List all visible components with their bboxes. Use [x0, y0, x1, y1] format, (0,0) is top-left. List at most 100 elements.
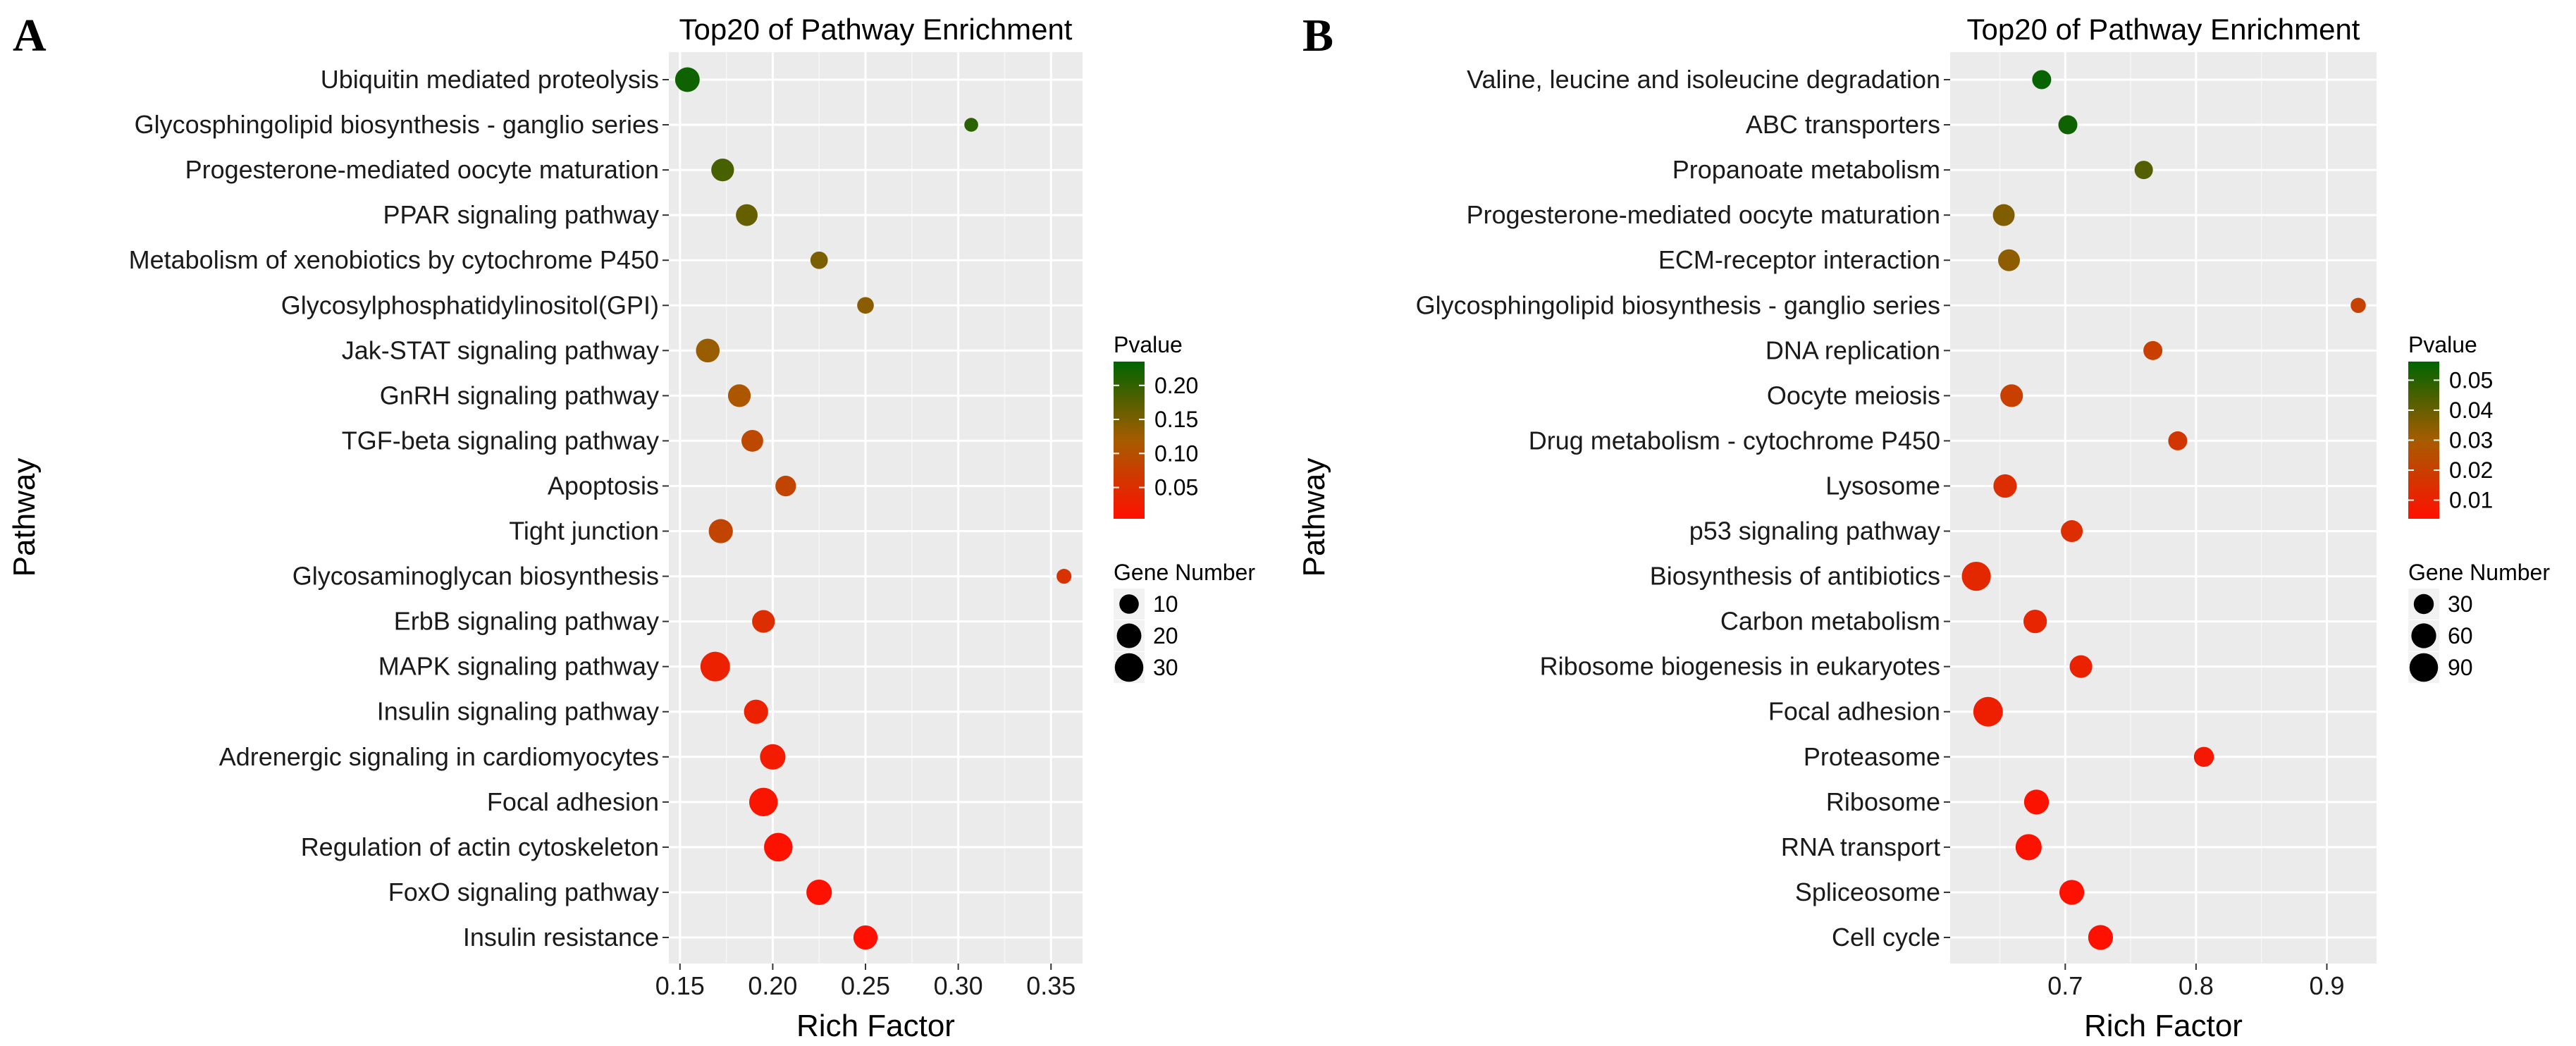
pathway-label: GnRH signaling pathway	[380, 381, 659, 410]
pathway-label: ECM-receptor interaction	[1658, 245, 1940, 274]
pathway-label: RNA transport	[1781, 832, 1940, 861]
size-legend-dot	[2411, 623, 2436, 648]
x-tick-label: 0.20	[748, 971, 797, 1000]
size-legend-label: 90	[2448, 655, 2473, 680]
x-tick-label: 0.8	[2178, 971, 2214, 1000]
pathway-label: FoxO signaling pathway	[388, 878, 659, 906]
data-point	[2088, 925, 2114, 950]
pathway-label: Metabolism of xenobiotics by cytochrome …	[129, 245, 659, 274]
data-point	[964, 118, 978, 132]
pathway-label: Apoptosis	[548, 471, 659, 500]
pathway-label: Insulin resistance	[463, 923, 659, 952]
data-point	[1961, 561, 1991, 591]
pathway-label: Ubiquitin mediated proteolysis	[321, 65, 659, 94]
pathway-label: Oocyte meiosis	[1767, 381, 1940, 410]
data-point	[1998, 249, 2020, 271]
color-legend-label: 0.05	[1154, 475, 1198, 500]
pathway-label: Proteasome	[1804, 742, 1940, 771]
data-point	[1056, 569, 1072, 584]
pathway-label: Glycosylphosphatidylinositol(GPI)	[281, 290, 659, 319]
size-legend-label: 20	[1153, 623, 1178, 648]
pathway-label: p53 signaling pathway	[1689, 517, 1940, 546]
color-legend-label: 0.20	[1154, 373, 1198, 398]
data-point	[744, 699, 768, 724]
data-point	[700, 651, 730, 682]
panel-label: B	[1302, 10, 1333, 61]
pathway-label: Ribosome	[1826, 787, 1940, 816]
x-axis-title: Rich Factor	[2084, 1009, 2243, 1043]
data-point	[775, 475, 796, 497]
pathway-label: PPAR signaling pathway	[383, 200, 659, 229]
size-legend-dot	[1114, 653, 1144, 682]
panel-label: A	[13, 10, 47, 61]
pathway-label: Propanoate metabolism	[1672, 155, 1940, 184]
pathway-label: Cell cycle	[1832, 923, 1940, 952]
pathway-label: Adrenergic signaling in cardiomyocytes	[219, 742, 659, 771]
data-point	[1993, 474, 2017, 498]
data-point	[1992, 204, 2015, 226]
data-point	[696, 338, 720, 363]
data-point	[2134, 161, 2153, 180]
pathway-label: DNA replication	[1765, 336, 1940, 364]
data-point	[2000, 384, 2023, 407]
data-point	[853, 925, 878, 950]
color-legend-label: 0.10	[1154, 441, 1198, 466]
chart-title: Top20 of Pathway Enrichment	[679, 13, 1073, 46]
pathway-label: Regulation of actin cytoskeleton	[301, 832, 659, 861]
data-point	[741, 429, 763, 452]
pathway-label: Focal adhesion	[1768, 697, 1940, 726]
size-legend-title: Gene Number	[2408, 560, 2550, 585]
pathway-label: ABC transporters	[1746, 110, 1940, 139]
data-point	[708, 519, 733, 543]
color-bar	[1114, 362, 1145, 519]
chart-panel-b: B Top20 of Pathway Enrichment 0.7 0.8 0.9 Val…	[1297, 10, 2550, 1043]
data-point	[810, 251, 828, 269]
size-legend-dot	[1116, 623, 1142, 648]
x-tick-label: 0.15	[655, 971, 705, 1000]
chart-panel-a: A Top20 of Pathway Enrichment 0.15 0.20 0.25…	[7, 10, 1255, 1043]
chart-title: Top20 of Pathway Enrichment	[1967, 13, 2360, 46]
data-point	[2023, 789, 2050, 815]
data-point	[2059, 880, 2085, 905]
x-tick-label: 0.25	[841, 971, 890, 1000]
plot-background	[1950, 52, 2377, 964]
x-tick-label: 0.7	[2047, 971, 2083, 1000]
color-legend-title: Pvalue	[2408, 332, 2477, 357]
pathway-label: ErbB signaling pathway	[394, 607, 659, 636]
data-point	[2061, 520, 2083, 543]
size-legend-dot	[2413, 593, 2434, 615]
color-legend-label: 0.03	[2449, 428, 2493, 453]
pathway-label: TGF-beta signaling pathway	[342, 426, 659, 455]
pathway-label: Valine, leucine and isoleucine degradati…	[1467, 65, 1940, 94]
data-point	[2023, 610, 2047, 634]
x-tick-label: 0.30	[934, 971, 983, 1000]
size-legend-label: 10	[1153, 591, 1178, 617]
color-legend-label: 0.02	[2449, 457, 2493, 483]
pathway-label: Glycosphingolipid biosynthesis - ganglio…	[1416, 290, 1940, 319]
size-legend-title: Gene Number	[1114, 560, 1255, 585]
size-legend-label: 60	[2448, 623, 2473, 648]
data-point	[752, 610, 775, 633]
y-axis-title: Pathway	[7, 458, 42, 577]
pathway-label: Drug metabolism - cytochrome P450	[1529, 426, 1940, 455]
data-point	[2058, 115, 2078, 135]
data-point	[760, 744, 786, 770]
y-axis-title: Pathway	[1297, 458, 1331, 577]
data-point	[2193, 746, 2214, 768]
pathway-label: Insulin signaling pathway	[377, 697, 659, 726]
data-point	[857, 297, 874, 314]
color-legend-title: Pvalue	[1114, 332, 1183, 357]
data-point	[674, 67, 700, 92]
x-axis-title: Rich Factor	[796, 1009, 955, 1043]
color-legend-label: 0.05	[2449, 367, 2493, 393]
data-point	[806, 879, 832, 906]
x-tick-label: 0.9	[2309, 971, 2344, 1000]
pathway-label: Ribosome biogenesis in eukaryotes	[1540, 652, 1940, 681]
data-point	[2015, 834, 2042, 861]
pathway-label: MAPK signaling pathway	[378, 652, 659, 681]
pathway-label: Carbon metabolism	[1720, 607, 1940, 636]
data-point	[711, 158, 734, 182]
pathway-label: Tight junction	[509, 517, 659, 546]
pathway-label: Focal adhesion	[487, 787, 659, 816]
size-legend-label: 30	[2448, 591, 2473, 617]
